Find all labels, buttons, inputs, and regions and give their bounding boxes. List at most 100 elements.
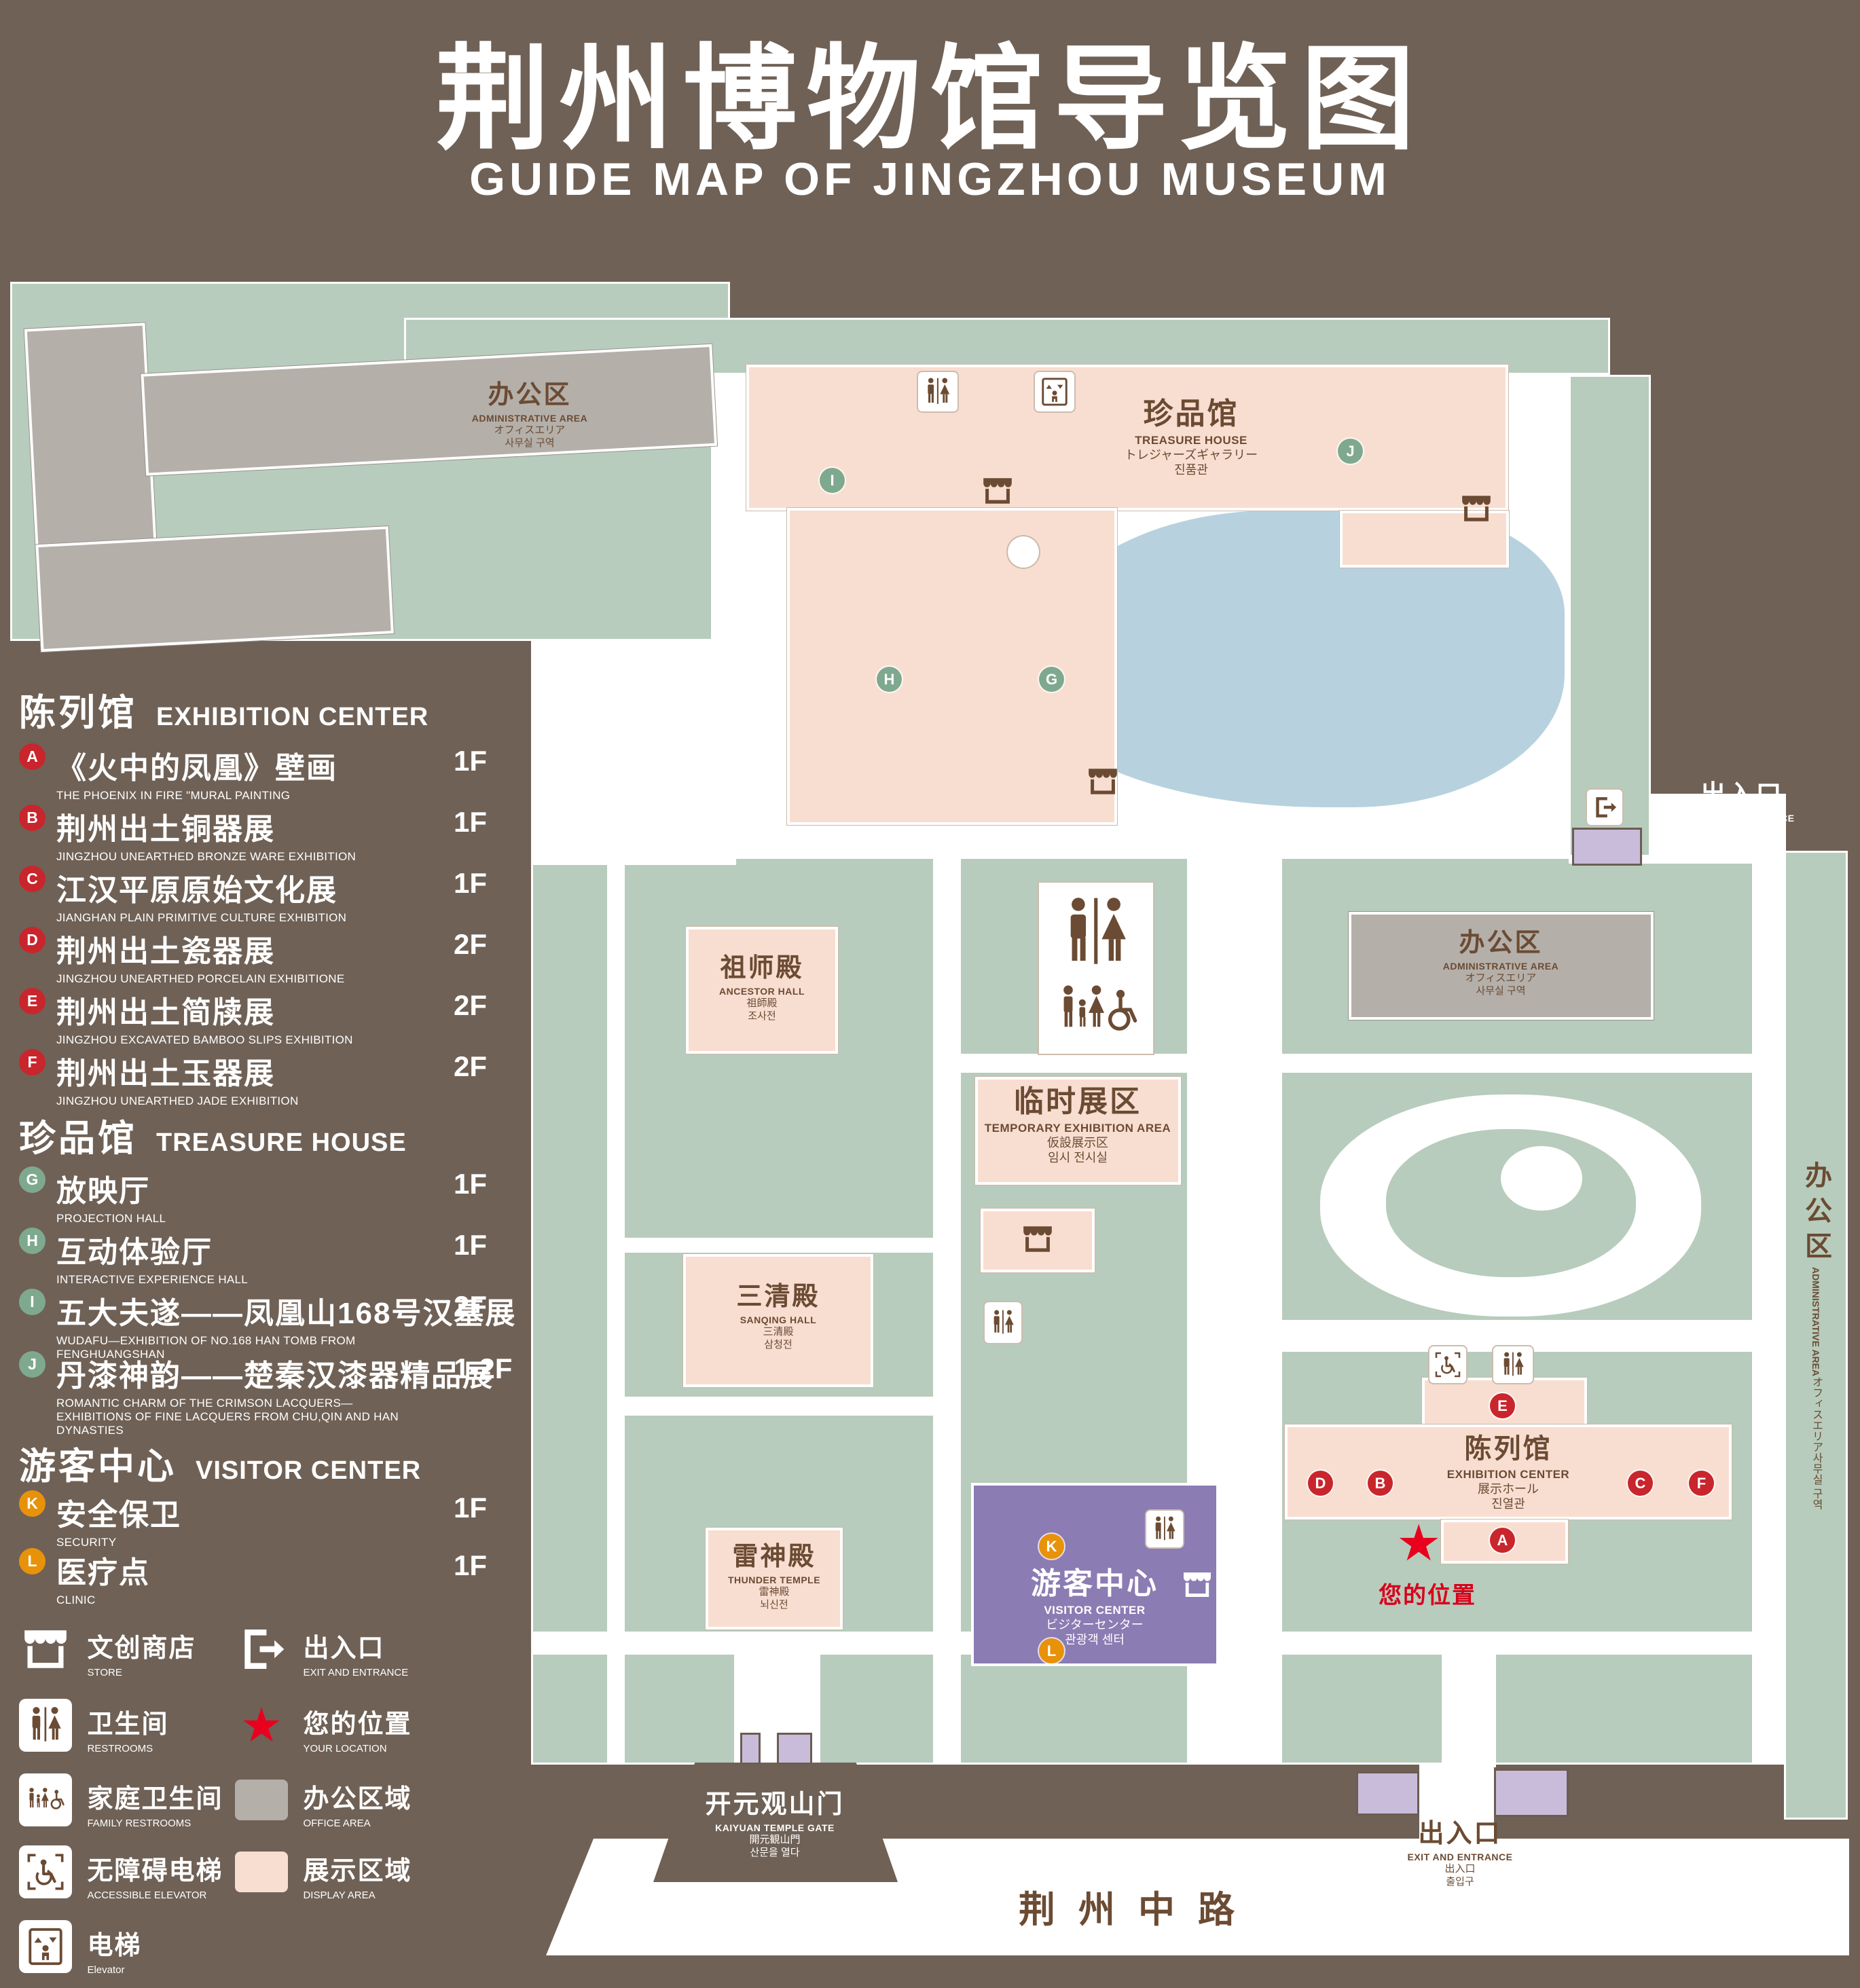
- floor-badge: 1F: [454, 1229, 488, 1261]
- path-h1: [933, 1054, 1764, 1073]
- treasure-house-label: 珍品馆 TREASURE HOUSE トレジャーズギャラリー 진품관: [1124, 397, 1258, 477]
- floor-badge: 2F: [454, 1050, 488, 1082]
- family-restrooms-icon: [1051, 982, 1144, 1040]
- admin-area-right: 办公区 ADMINISTRATIVE AREA オフィスエリア 사무실 구역: [1784, 851, 1848, 1820]
- exit-south-walkway: [1419, 1765, 1494, 1843]
- gate-door-west: [740, 1733, 761, 1765]
- map-marker-E: E: [1490, 1393, 1515, 1418]
- floor-badge: 1F: [454, 745, 488, 777]
- map-marker-J: J: [1338, 439, 1363, 464]
- kaiyuan-gate-label: 开元观山门 KAIYUAN TEMPLE GATE 開元観山門 산문을 열다: [705, 1790, 845, 1859]
- map-marker-A: A: [1490, 1528, 1515, 1553]
- map-marker-C: C: [1628, 1471, 1653, 1496]
- sanqing-hall-label: 三清殿 SANQING HALL 三清殿 삼청전: [736, 1283, 820, 1351]
- restrooms-icon: [1146, 1511, 1183, 1547]
- path-v2: [933, 857, 961, 1765]
- map-marker-H: H: [877, 667, 902, 692]
- elevator-icon: [19, 1920, 72, 1973]
- restrooms-icon: [1493, 1346, 1533, 1383]
- page-title: 荆州博物馆导览图: [435, 35, 1425, 163]
- store-icon: [1179, 1568, 1216, 1601]
- map-marker-L: L: [1039, 1638, 1064, 1663]
- admin-right-en: ADMINISTRATIVE AREA: [1810, 1266, 1821, 1376]
- restrooms-icon: [19, 1699, 72, 1752]
- floor-badge: 1F: [454, 806, 488, 838]
- restrooms-icon: [918, 372, 958, 411]
- marker-k: K: [19, 1490, 45, 1517]
- floor-badge: 1F: [454, 1492, 488, 1524]
- marker-e: E: [19, 988, 45, 1014]
- map-marker-K: K: [1039, 1534, 1064, 1559]
- office-area-swatch: [235, 1780, 288, 1820]
- gate-door-east: [777, 1733, 812, 1765]
- fountain: [1008, 536, 1039, 568]
- exit-icon: [235, 1623, 288, 1676]
- thunder-temple-building: [706, 1528, 843, 1630]
- exit-east-building: [1572, 828, 1642, 866]
- floor-badge: 2F: [454, 928, 488, 960]
- admin-mid-label: 办公区 ADMINISTRATIVE AREA オフィスエリア 사무실 구역: [1442, 929, 1559, 997]
- exit-icon: [1587, 790, 1622, 825]
- path-h4: [622, 1397, 933, 1416]
- store-icon: [1019, 1222, 1057, 1256]
- elevator-icon: [1035, 372, 1074, 411]
- marker-a: A: [19, 743, 45, 770]
- marker-d: D: [19, 927, 45, 953]
- restrooms-icon: [985, 1302, 1021, 1343]
- admin-top-building: [24, 280, 727, 652]
- path-v4: [1752, 857, 1785, 1765]
- marker-b: B: [19, 805, 45, 831]
- garden-island: [1384, 1127, 1638, 1279]
- store-icon: [1457, 492, 1495, 526]
- treasure-house-wing: [787, 508, 1117, 825]
- treasure-house-main: [746, 365, 1508, 511]
- visitor-center-label: 游客中心 VISITOR CENTER ビジターセンター 관광객 센터: [1031, 1567, 1159, 1647]
- map-marker-B: B: [1368, 1471, 1393, 1496]
- admin-right-jp: オフィスエリア: [1810, 1376, 1822, 1452]
- marker-j: J: [19, 1351, 45, 1378]
- admin-right-label: 办公区 ADMINISTRATIVE AREA オフィスエリア 사무실 구역: [1786, 853, 1846, 1818]
- floor-badge: 2F: [454, 1290, 488, 1322]
- sanqing-hall-building: [683, 1254, 873, 1387]
- your-location-star-icon: ★: [1396, 1515, 1442, 1571]
- page-subtitle: GUIDE MAP OF JINGZHOU MUSEUM: [469, 153, 1391, 205]
- floor-badge: 1F: [454, 867, 488, 899]
- gate-forecourt: [653, 1763, 898, 1882]
- store-annex-building: [981, 1209, 1095, 1272]
- marker-i: I: [19, 1289, 45, 1315]
- store-icon: [1084, 765, 1122, 798]
- garden-pond: [1501, 1146, 1582, 1211]
- floor-badge: 1F: [454, 1549, 488, 1581]
- marker-g: G: [19, 1166, 45, 1193]
- map-marker-I: I: [820, 468, 845, 493]
- exhibition-center-label: 陈列馆 EXHIBITION CENTER 展示ホール 진열관: [1446, 1434, 1570, 1511]
- road-label: 荆州中路: [1019, 1890, 1258, 1930]
- path-west: [531, 641, 736, 865]
- marker-h: H: [19, 1228, 45, 1254]
- marker-c: C: [19, 866, 45, 892]
- exit-south-building-west: [1356, 1771, 1419, 1816]
- temporary-exhibition-label: 临时展区 TEMPORARY EXHIBITION AREA 仮設展示区 임시 …: [984, 1085, 1171, 1165]
- your-location-star-icon: ★: [240, 1699, 283, 1752]
- accessible-elevator-icon: [19, 1845, 72, 1898]
- restrooms-icon: [1057, 895, 1135, 971]
- path-h3: [622, 1238, 933, 1253]
